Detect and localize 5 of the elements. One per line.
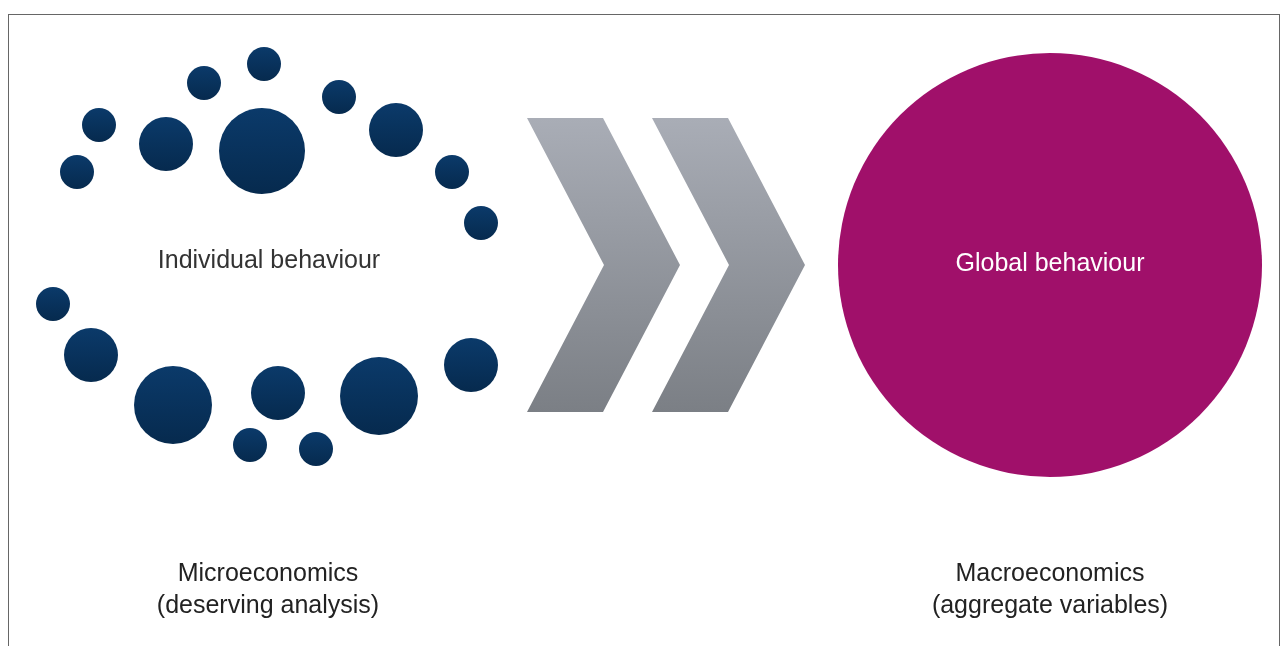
node-label: Microeconomics (deserving analysis) xyxy=(155,557,381,620)
node-label: Individual behaviour xyxy=(156,244,382,274)
node-label: Macroeconomics (aggregate variables) xyxy=(930,557,1170,620)
node-label: Global behaviour xyxy=(954,247,1146,277)
chevron-arrow xyxy=(527,118,805,412)
